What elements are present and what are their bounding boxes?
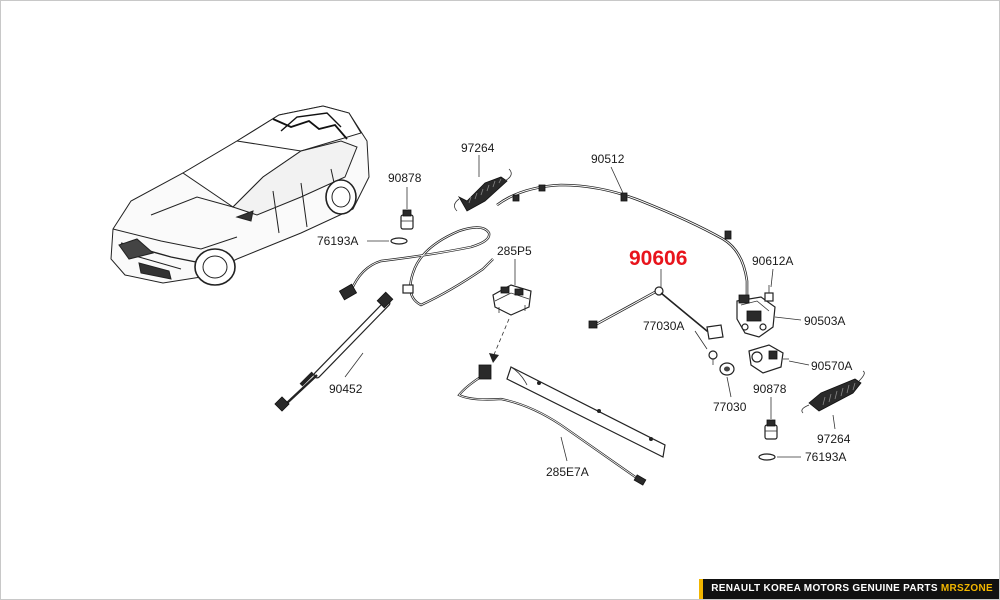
callout-77030: 77030	[713, 400, 747, 414]
callout-77030a: 77030A	[643, 319, 684, 333]
part-76193a-top	[390, 237, 408, 245]
part-97264-top	[454, 168, 512, 212]
part-90452-strut	[274, 291, 394, 412]
callout-90512: 90512	[591, 152, 625, 166]
callout-97264-top: 97264	[461, 141, 495, 155]
part-90878-top	[400, 209, 414, 230]
callout-90503a: 90503A	[804, 314, 845, 328]
part-76193a-bottom	[758, 453, 776, 461]
callout-285p5: 285P5	[497, 244, 532, 258]
callout-76193a-top: 76193A	[317, 234, 358, 248]
footer-banner: RENAULT KOREA MOTORS GENUINE PARTS MRSZO…	[699, 579, 999, 599]
part-90612a-bolt	[764, 285, 774, 302]
part-90512-cable	[496, 183, 750, 319]
part-90878-bottom	[764, 419, 778, 440]
part-90606-rod	[588, 286, 724, 340]
callout-90606: 90606	[629, 247, 687, 270]
callout-90570a: 90570A	[811, 359, 852, 373]
part-harness-loop	[338, 226, 494, 307]
part-285e7a-harness	[457, 364, 666, 486]
arrow-head-icon	[489, 353, 499, 363]
callout-90878-top: 90878	[388, 171, 422, 185]
car-illustration	[110, 105, 370, 286]
part-77030a-screw	[708, 350, 718, 365]
callout-76193a-bottom: 76193A	[805, 450, 846, 464]
leader-lines	[344, 155, 836, 462]
footer-brand: MRSZONE	[940, 583, 993, 594]
callout-97264-bottom: 97264	[817, 432, 851, 446]
part-77030-grommet	[719, 362, 735, 376]
callout-285e7a: 285E7A	[546, 465, 589, 479]
part-90503a-latch	[736, 294, 776, 338]
callout-90612a: 90612A	[752, 254, 793, 268]
callout-90452: 90452	[329, 382, 363, 396]
part-90570a-motor	[748, 344, 789, 374]
callout-90878-bottom: 90878	[753, 382, 787, 396]
part-97264-bottom	[801, 370, 865, 414]
assembly-arrow	[492, 318, 510, 358]
part-285p5-connector	[492, 284, 532, 316]
footer-text: RENAULT KOREA MOTORS GENUINE PARTS	[711, 583, 938, 594]
callout-labels: 97264 90512 90878 76193A 285P5 90452 906…	[317, 141, 852, 479]
